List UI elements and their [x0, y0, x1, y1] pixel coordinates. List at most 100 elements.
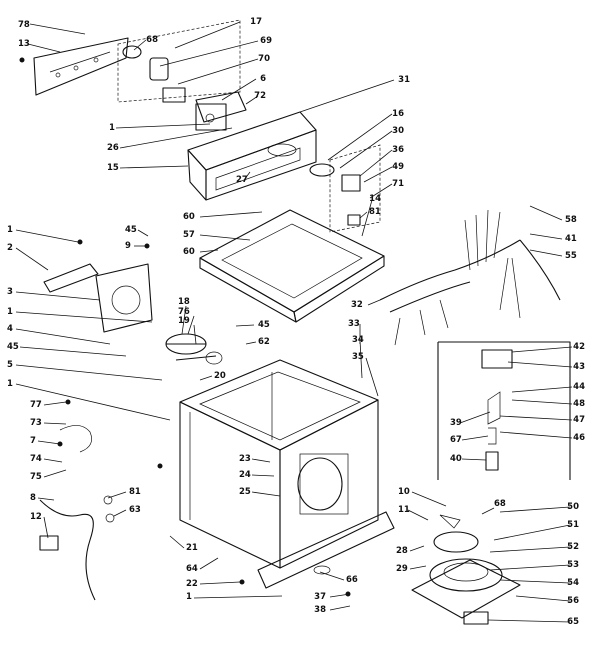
- leader-line-44: [511, 386, 573, 393]
- callout-label-5: 5: [7, 360, 13, 370]
- callout-label-70: 70: [258, 54, 270, 64]
- leader-line-41: [529, 233, 563, 240]
- callout-label-39: 39: [450, 418, 462, 428]
- callout-label-57: 57: [183, 230, 195, 240]
- callout-label-66: 66: [346, 575, 358, 585]
- callout-label-16: 16: [392, 109, 404, 119]
- console-hardware: [309, 144, 381, 233]
- power-cord-assembly: [39, 425, 115, 601]
- leader-line-23: [251, 458, 271, 463]
- leader-line-35: [365, 357, 379, 397]
- callout-label-52: 52: [567, 542, 579, 552]
- leader-line-8: [37, 497, 55, 501]
- callout-label-68: 68: [146, 35, 158, 45]
- leader-line-67: [461, 435, 489, 441]
- leader-line-55: [529, 249, 563, 257]
- callout-label-81: 81: [369, 207, 381, 217]
- leader-line-7: [37, 440, 61, 445]
- leader-line-78: [29, 23, 86, 35]
- callout-label-60: 60: [183, 212, 195, 222]
- leader-line-2: [15, 247, 49, 271]
- callout-label-71: 71: [392, 179, 404, 189]
- callout-label-51: 51: [567, 520, 579, 530]
- callout-label-36: 36: [392, 145, 404, 155]
- callout-label-2: 2: [7, 243, 13, 253]
- leader-line-1: [15, 229, 79, 243]
- callout-label-1: 1: [7, 225, 13, 235]
- callout-label-25: 25: [239, 487, 251, 497]
- leader-line-58: [529, 205, 563, 221]
- callout-label-18: 18: [178, 297, 190, 307]
- wire-harness: [379, 209, 561, 346]
- callout-label-78: 78: [18, 20, 30, 30]
- leader-line-28: [409, 545, 425, 552]
- leader-line-22: [199, 581, 241, 585]
- leader-line-53: [489, 564, 571, 571]
- callout-label-45: 45: [7, 342, 19, 352]
- leader-line-71: [369, 183, 393, 199]
- leader-line-40: [461, 458, 487, 461]
- toe-panel: [257, 511, 395, 589]
- leader-line-5: [15, 364, 163, 381]
- leader-line-39: [459, 411, 491, 424]
- leader-line-15: [119, 165, 189, 169]
- top-cover: [199, 209, 385, 323]
- callout-label-10: 10: [398, 487, 410, 497]
- leader-line-60: [199, 249, 219, 253]
- callout-label-42: 42: [573, 342, 585, 352]
- leader-line-81: [107, 491, 127, 499]
- callout-label-64: 64: [186, 564, 198, 574]
- leader-line-13: [27, 43, 61, 53]
- callout-label-69: 69: [260, 36, 272, 46]
- callout-label-32: 32: [351, 300, 363, 310]
- callout-label-62: 62: [258, 337, 270, 347]
- callout-label-15: 15: [107, 163, 119, 173]
- leader-line-70: [177, 58, 259, 85]
- timer-assembly: [122, 45, 247, 131]
- leader-line-48: [511, 399, 573, 405]
- leader-line-45: [19, 346, 127, 357]
- callout-label-33: 33: [348, 319, 360, 329]
- callout-label-58: 58: [565, 215, 577, 225]
- inset-detail-box: [437, 341, 571, 480]
- leader-line-57: [199, 234, 251, 241]
- callout-label-76: 76: [178, 307, 190, 317]
- callout-label-75: 75: [30, 472, 42, 482]
- callout-label-1: 1: [7, 307, 13, 317]
- leader-line-6: [221, 78, 257, 101]
- callout-label-45: 45: [125, 225, 137, 235]
- callout-label-41: 41: [565, 234, 577, 244]
- leader-line-46: [499, 431, 573, 439]
- leader-line-26: [119, 127, 233, 149]
- leader-line-42: [511, 346, 573, 353]
- leader-line-24: [251, 474, 275, 477]
- leader-line-69: [159, 40, 259, 67]
- leader-line-77: [43, 401, 67, 406]
- leader-line-62: [245, 341, 257, 345]
- callout-label-24: 24: [239, 470, 251, 480]
- console-backsplash-panel: [19, 19, 241, 103]
- callout-label-14: 14: [369, 194, 381, 204]
- leader-line-31: [299, 79, 395, 113]
- callout-label-27: 27: [236, 175, 248, 185]
- callout-label-11: 11: [398, 505, 410, 515]
- leader-line-4: [15, 328, 111, 345]
- leader-line-19: [193, 324, 197, 345]
- leader-line-18: [181, 305, 187, 335]
- callout-label-7: 7: [30, 436, 36, 446]
- callout-label-65: 65: [567, 617, 579, 627]
- callout-label-29: 29: [396, 564, 408, 574]
- leader-line-65: [487, 619, 571, 623]
- leader-line-10: [411, 491, 447, 507]
- pump-motor-assembly: [43, 263, 223, 365]
- callout-label-1: 1: [7, 379, 13, 389]
- leader-line-73: [43, 422, 67, 425]
- callout-label-26: 26: [107, 143, 119, 153]
- leader-line-60: [199, 211, 263, 218]
- leader-line-45: [137, 229, 149, 237]
- leader-line-52: [489, 546, 571, 553]
- callout-label-30: 30: [392, 126, 404, 136]
- leader-line-34: [359, 339, 363, 379]
- callout-label-23: 23: [239, 454, 251, 464]
